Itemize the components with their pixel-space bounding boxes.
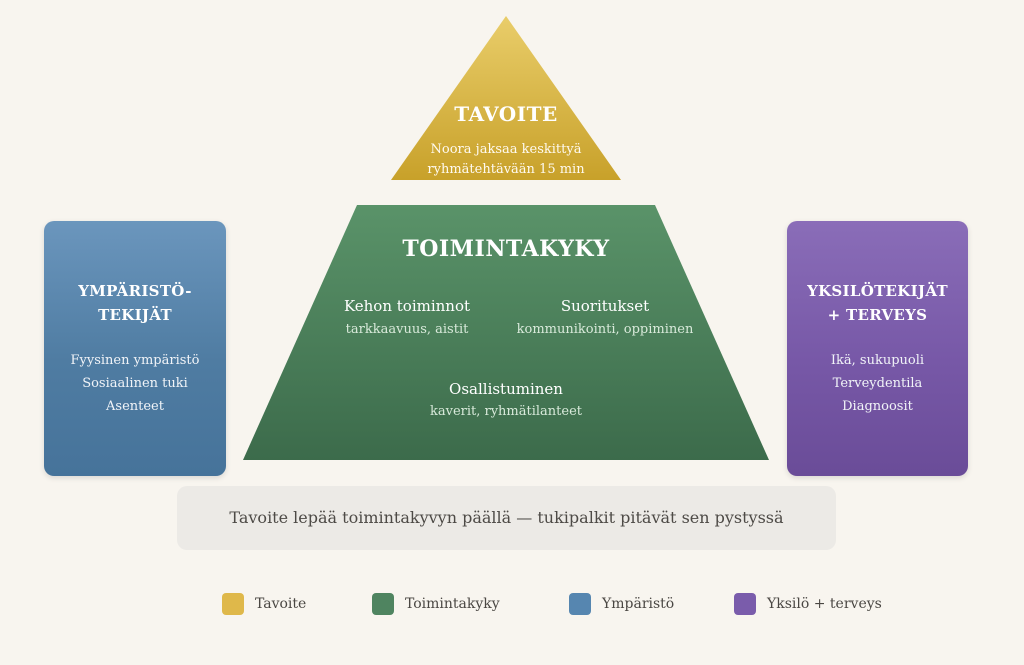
activities-detail: kommunikointi, oppiminen (516, 322, 694, 337)
individual-title-line1: YKSILÖTEKIJÄT (807, 282, 948, 300)
individual-title-line2: + TERVEYS (827, 306, 928, 324)
goal-text-line2: ryhmätehtävään 15 min (427, 162, 585, 177)
goal-triangle (391, 16, 621, 180)
individual-item: Terveydentila (832, 376, 923, 391)
environment-title-line1: YMPÄRISTÖ- (78, 282, 192, 300)
body-functions-detail: tarkkaavuus, aistit (345, 322, 469, 337)
individual-item: Ikä, sukupuoli (830, 353, 925, 368)
legend-swatch-individual (734, 593, 756, 615)
environment-title-line2: TEKIJÄT (98, 306, 172, 324)
individual-box: YKSILÖTEKIJÄT + TERVEYS Ikä, sukupuoli T… (787, 221, 968, 476)
individual-item: Diagnoosit (842, 399, 913, 414)
environment-box: YMPÄRISTÖ- TEKIJÄT Fyysinen ympäristö So… (44, 221, 226, 476)
body-functions-title: Kehon toiminnot (343, 297, 471, 315)
caption-box (177, 486, 836, 550)
legend-swatch-functioning (372, 593, 394, 615)
goal-text-line1: Noora jaksaa keskittyä (430, 142, 582, 157)
functioning-trapezoid (243, 205, 769, 460)
environment-item: Sosiaalinen tuki (82, 376, 188, 391)
caption-text: Tavoite lepää toimintakyvyn päällä — tuk… (229, 508, 784, 527)
legend-label-individual: Yksilö + terveys (767, 596, 882, 612)
legend-swatch-goal (222, 593, 244, 615)
participation-detail: kaverit, ryhmätilanteet (429, 404, 583, 419)
goal-title: TAVOITE (454, 102, 558, 126)
legend-label-environment: Ympäristö (602, 596, 675, 612)
environment-item: Asenteet (106, 399, 164, 414)
environment-item: Fyysinen ympäristö (70, 353, 200, 368)
participation-title: Osallistuminen (449, 380, 563, 398)
legend-label-functioning: Toimintakyky (405, 596, 500, 612)
functioning-title: TOIMINTAKYKY (402, 236, 610, 262)
legend-label-goal: Tavoite (255, 596, 307, 612)
activities-title: Suoritukset (560, 297, 650, 315)
legend-swatch-environment (569, 593, 591, 615)
